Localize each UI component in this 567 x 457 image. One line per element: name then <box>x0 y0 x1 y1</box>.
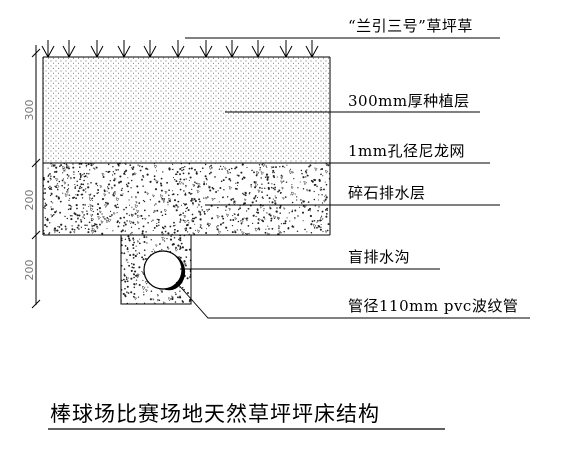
grass-blade-icon <box>251 40 265 58</box>
grass-blade-icon <box>117 40 131 58</box>
label-planting: 300mm厚种植层 <box>348 92 470 110</box>
grass-symbols <box>41 40 319 58</box>
dim-tick-gravel <box>31 230 41 240</box>
diagram-title: 棒球场比赛场地天然草坪坪床结构 <box>50 402 380 426</box>
planting-layer-fill <box>43 57 330 163</box>
grass-blade-icon <box>305 40 319 58</box>
label-ditch: 盲排水沟 <box>348 248 411 266</box>
label-gravel: 碎石排水层 <box>348 184 426 202</box>
label-pipe: 管径110mm pvc波纹管 <box>348 297 519 315</box>
dim-tick-bottom <box>31 299 41 309</box>
pvc-pipe <box>143 250 183 290</box>
grass-blade-icon <box>199 40 213 58</box>
ditch-outline <box>120 235 192 305</box>
grass-blade-icon <box>279 40 293 58</box>
grass-blade-icon <box>41 40 55 58</box>
label-grass: “兰引三号”草坪草 <box>348 17 473 35</box>
grass-blade-icon <box>90 40 104 58</box>
pvc-pipe-shade <box>163 255 186 291</box>
dim-200-b: 200 <box>23 260 36 281</box>
gravel-layer-fill <box>43 163 330 235</box>
grass-blade-icon <box>143 40 157 58</box>
dim-200-a: 200 <box>23 190 36 211</box>
dim-300: 300 <box>23 100 36 121</box>
leader-pipe <box>175 281 530 319</box>
grass-blade-icon <box>62 40 76 58</box>
grass-blade-icon <box>171 40 185 58</box>
dim-tick-top <box>31 48 41 58</box>
dim-tick-mesh <box>31 158 41 168</box>
grass-blade-icon <box>225 40 239 58</box>
label-mesh: 1mm孔径尼龙网 <box>348 142 465 160</box>
